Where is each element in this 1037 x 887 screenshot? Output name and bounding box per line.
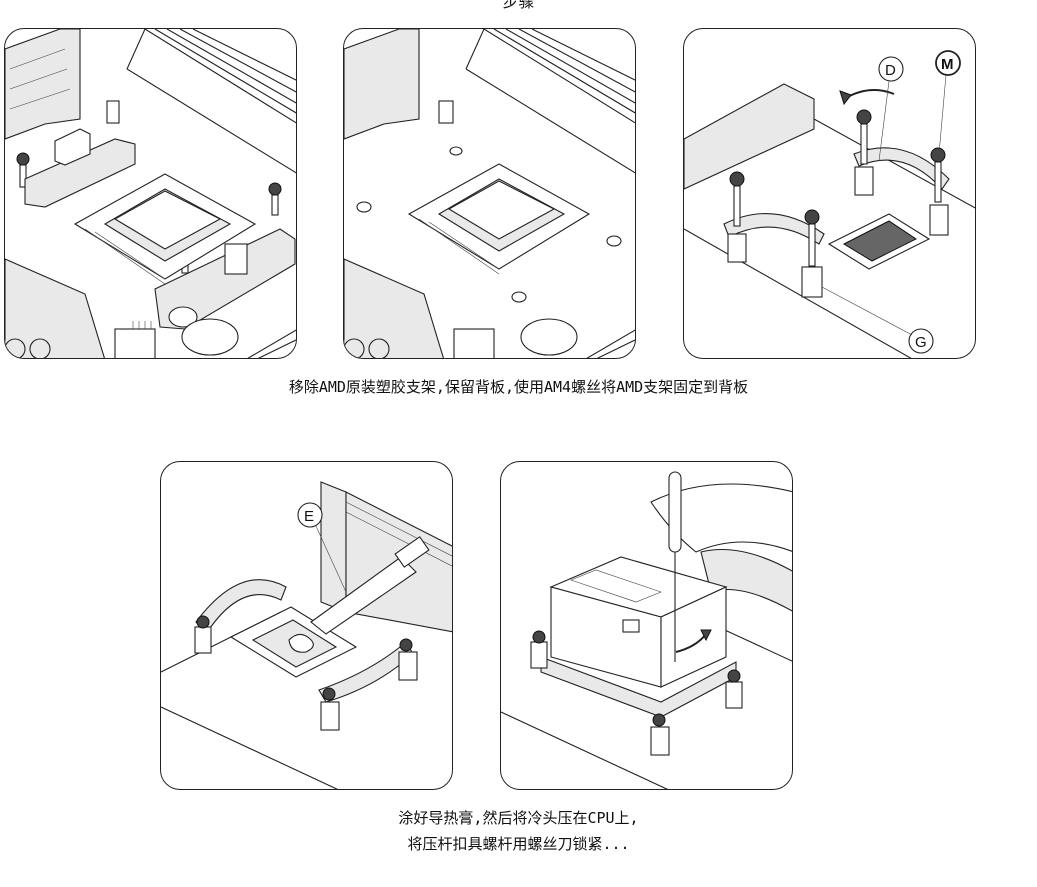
motherboard-without-bracket-drawing [344,29,635,358]
motherboard-with-stock-bracket-drawing [5,29,296,358]
caption-step-mount-line1: 涂好导热膏,然后将冷头压在CPU上, [398,809,639,827]
amd-bracket-screws-drawing: D M G [684,50,975,358]
illustration-install-amd-bracket: D M G [683,28,976,359]
illustration-remove-bracket [4,28,297,359]
cold-plate-screwdriver-drawing [501,471,792,789]
illustration-apply-thermal-paste: E [160,461,453,790]
callout-d-label: D [885,62,896,79]
page-heading-cropped: 步骤 [502,0,535,11]
caption-step-mount-line2: 将压杆扣具螺杆用螺丝刀锁紧... [407,835,630,853]
caption-step-bracket: 移除AMD原装塑胶支架,保留背板,使用AM4螺丝将AMD支架固定到背板 [288,378,749,396]
illustration-bracket-removed [343,28,636,359]
callout-m-label: M [941,56,954,73]
thermal-paste-syringe-drawing: E [161,481,452,789]
illustration-mount-cold-plate [500,461,793,790]
callout-g-label: G [915,334,927,351]
callout-e-label: E [304,508,314,525]
